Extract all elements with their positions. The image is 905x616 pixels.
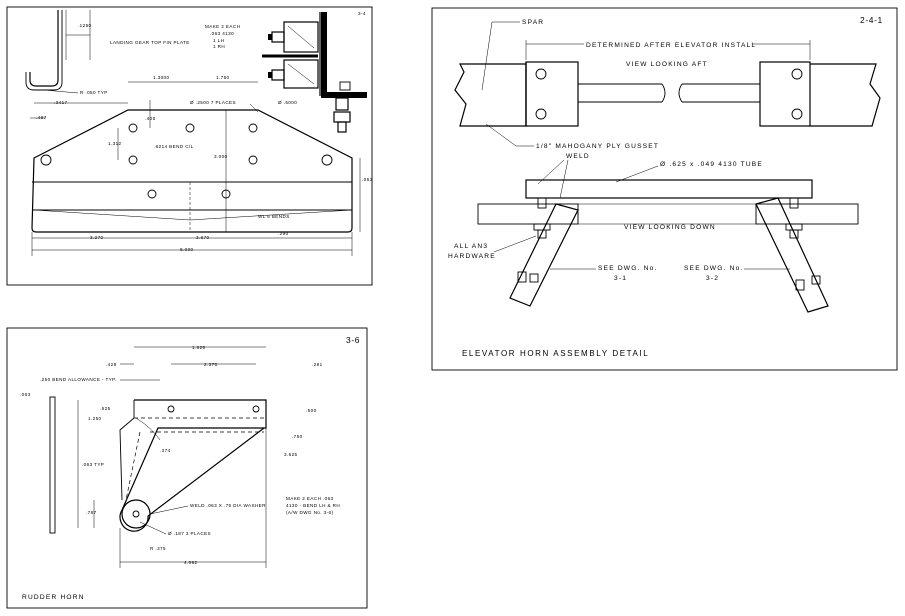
- svg-text:.063 4130: .063 4130: [210, 31, 234, 36]
- svg-text:.3417: .3417: [54, 100, 68, 105]
- svg-text:WL 6 BENDS: WL 6 BENDS: [258, 214, 290, 219]
- svg-text:.6214 BEND C/L: .6214 BEND C/L: [154, 144, 194, 149]
- svg-text:8.000: 8.000: [180, 247, 194, 252]
- svg-text:.787: .787: [86, 510, 97, 515]
- svg-text:.063: .063: [362, 177, 373, 182]
- svg-text:1 LH: 1 LH: [213, 38, 224, 43]
- svg-text:Ø .625 x .049 4130 TUBE: Ø .625 x .049 4130 TUBE: [660, 161, 763, 168]
- panel-landing-gear: 3-4 LANDING GEAR TOP FIN PLATE MAKE 2 EA…: [6, 6, 373, 286]
- edge-view: [49, 396, 56, 534]
- svg-text:DETERMINED AFTER ELEVATOR INST: DETERMINED AFTER ELEVATOR INSTALL: [586, 42, 756, 49]
- svg-text:MAKE 2 EACH: MAKE 2 EACH: [205, 24, 240, 29]
- svg-text:.281: .281: [312, 362, 323, 367]
- panel-border: [431, 7, 898, 371]
- svg-text:3.670: 3.670: [196, 235, 210, 240]
- part-title: ELEVATOR HORN ASSEMBLY DETAIL: [462, 349, 649, 358]
- panel-border: [6, 6, 373, 286]
- svg-text:.750: .750: [292, 434, 303, 439]
- svg-text:4.062: 4.062: [184, 560, 198, 565]
- panel-elevator-horn: 2-4-1 ELEVATOR HORN ASSEMBLY DETAIL DETE…: [431, 7, 898, 371]
- fin-plate-holes: [40, 123, 333, 199]
- svg-text:ALL AN3: ALL AN3: [454, 243, 488, 250]
- svg-text:.500: .500: [306, 408, 317, 413]
- sheet-number: 3-4: [358, 11, 366, 16]
- svg-text:Ø .5000: Ø .5000: [278, 100, 297, 105]
- sheet-number: 2-4-1: [860, 15, 883, 25]
- svg-text:R .050 TYP: R .050 TYP: [80, 90, 108, 95]
- svg-text:.250 BEND ALLOWANCE - TYP.: .250 BEND ALLOWANCE - TYP.: [40, 377, 117, 382]
- panel-border: [6, 327, 368, 609]
- fin-plate-outline: [31, 109, 353, 233]
- svg-text:(A/W DWG No. 3-6): (A/W DWG No. 3-6): [286, 510, 333, 515]
- svg-text:3.270: 3.270: [90, 235, 104, 240]
- part-title: RUDDER HORN: [22, 594, 85, 601]
- svg-text:.625: .625: [100, 406, 111, 411]
- svg-text:.487: .487: [36, 115, 47, 120]
- rudder-horn-note: MAKE 2 EACH .063 4130 - BEND LH & RH (A/…: [286, 496, 340, 515]
- part-title: LANDING GEAR TOP FIN PLATE: [110, 40, 190, 45]
- svg-text:3-2: 3-2: [706, 275, 719, 282]
- fin-plate-dimensions: .3417 .487 1.3000 1.750 Ø .2500 7 PLACES…: [30, 75, 373, 256]
- svg-text:1.625: 1.625: [192, 345, 206, 350]
- svg-text:1.3000: 1.3000: [153, 75, 169, 80]
- svg-text:.290: .290: [278, 231, 289, 236]
- svg-text:Ø .2500 7 PLACES: Ø .2500 7 PLACES: [190, 100, 236, 105]
- svg-text:.063 TYP: .063 TYP: [82, 462, 104, 467]
- svg-text:SEE DWG. No.: SEE DWG. No.: [684, 265, 743, 272]
- sheet-number: 3-6: [346, 335, 360, 345]
- horn-outline: [119, 399, 267, 532]
- lip-section-view: .1250 R .050 TYP: [25, 10, 108, 95]
- svg-text:.063: .063: [20, 392, 31, 397]
- horn-dimensions: 1.625 .428 2.375 .281 .250 BEND ALLOWANC…: [40, 345, 323, 568]
- svg-text:3.625: 3.625: [284, 452, 298, 457]
- make-note: MAKE 2 EACH .063 4130 1 LH 1 RH: [205, 24, 240, 49]
- svg-text:.1250: .1250: [78, 23, 92, 28]
- view-aft: DETERMINED AFTER ELEVATOR INSTALL VIEW L…: [454, 19, 881, 150]
- svg-text:HARDWARE: HARDWARE: [448, 253, 496, 260]
- svg-text:.428: .428: [106, 362, 117, 367]
- bolt-detail-view: [262, 12, 367, 133]
- svg-text:.406: .406: [145, 116, 156, 121]
- svg-text:SPAR: SPAR: [522, 19, 544, 26]
- svg-text:1.312: 1.312: [108, 141, 122, 146]
- svg-text:SEE DWG. No.: SEE DWG. No.: [598, 265, 657, 272]
- svg-text:4130 - BEND LH & RH: 4130 - BEND LH & RH: [286, 503, 340, 508]
- svg-text:1/8" MAHOGANY PLY GUSSET: 1/8" MAHOGANY PLY GUSSET: [536, 143, 659, 150]
- svg-text:1.750: 1.750: [216, 75, 230, 80]
- svg-text:MAKE 2 EACH .063: MAKE 2 EACH .063: [286, 496, 334, 501]
- svg-text:1.250: 1.250: [88, 416, 102, 421]
- svg-text:3.000: 3.000: [214, 154, 228, 159]
- svg-text:R .375: R .375: [150, 546, 166, 551]
- panel-rudder-horn: 3-6 RUDDER HORN .063 1.625 .428 2.375 .: [6, 327, 368, 609]
- svg-text:2.375: 2.375: [204, 362, 218, 367]
- svg-text:VIEW LOOKING AFT: VIEW LOOKING AFT: [626, 61, 708, 68]
- svg-text:Ø .187 3 PLACES: Ø .187 3 PLACES: [168, 531, 211, 536]
- view-down: VIEW LOOKING DOWN WELD Ø .625 x .049 413…: [448, 153, 859, 313]
- svg-text:3-1: 3-1: [614, 275, 627, 282]
- svg-text:WELD: WELD: [566, 153, 590, 160]
- svg-text:.374: .374: [160, 448, 171, 453]
- svg-text:VIEW LOOKING DOWN: VIEW LOOKING DOWN: [624, 224, 716, 231]
- svg-text:WELD .063 X .75 DIA WASHER: WELD .063 X .75 DIA WASHER: [190, 503, 266, 508]
- svg-text:1 RH: 1 RH: [213, 44, 225, 49]
